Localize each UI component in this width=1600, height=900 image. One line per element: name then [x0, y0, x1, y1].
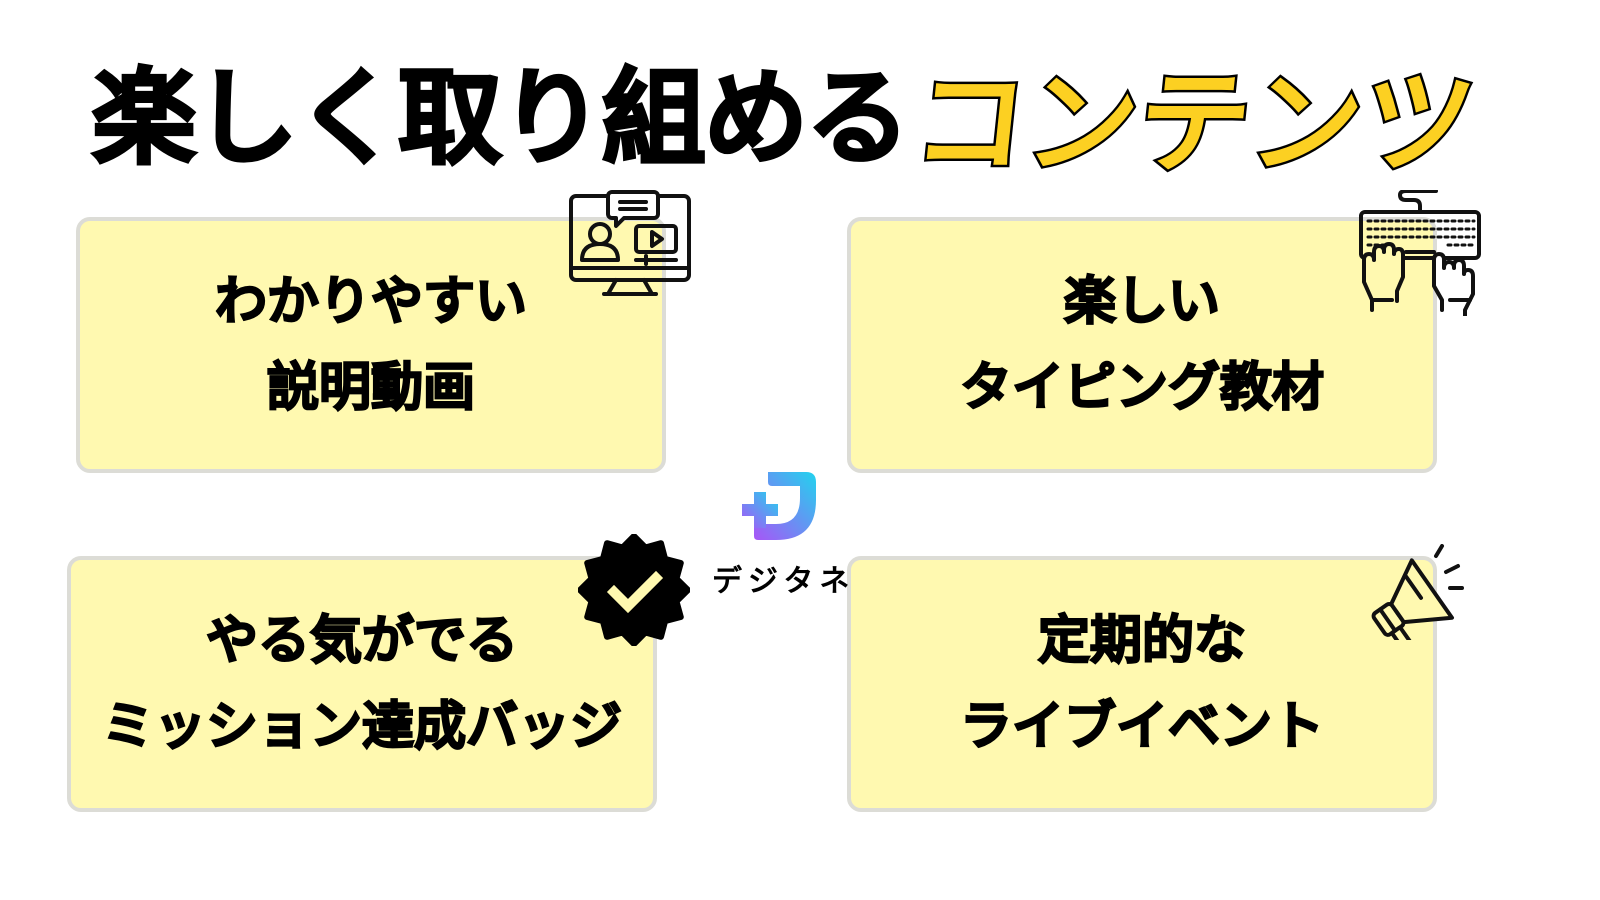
video-lesson-icon: [569, 190, 691, 296]
feature-card-typing: 楽しい タイピング教材: [847, 217, 1437, 473]
feature-card-badges: やる気がでる ミッション達成バッジ: [67, 556, 657, 812]
logo-text: デジタネ: [712, 564, 856, 599]
card-line: ライブイベント: [959, 696, 1325, 758]
card-line: 説明動画: [266, 357, 476, 419]
card-line: やる気がでる: [205, 610, 519, 672]
title-highlight: コンテンツ: [905, 57, 1484, 192]
card-line: ミッション達成バッジ: [101, 696, 623, 758]
verified-badge-icon: [578, 534, 690, 646]
title-main: 楽しく取り組める: [90, 55, 911, 180]
page-title: 楽しく取り組める コンテンツ: [90, 48, 1483, 192]
feature-card-video: わかりやすい 説明動画: [76, 217, 666, 473]
keyboard-typing-icon: [1359, 190, 1481, 316]
card-line: 定期的な: [1037, 610, 1247, 672]
badge-starburst: [578, 534, 690, 646]
card-line: わかりやすい: [214, 271, 528, 333]
card-line: 楽しい: [1063, 271, 1221, 333]
logo-mark-icon: [742, 472, 816, 540]
card-line: タイピング教材: [959, 357, 1325, 419]
megaphone-icon: [1371, 544, 1464, 640]
digitane-logo: デジタネ: [712, 470, 860, 600]
feature-card-events: 定期的な ライブイベント: [847, 556, 1437, 812]
